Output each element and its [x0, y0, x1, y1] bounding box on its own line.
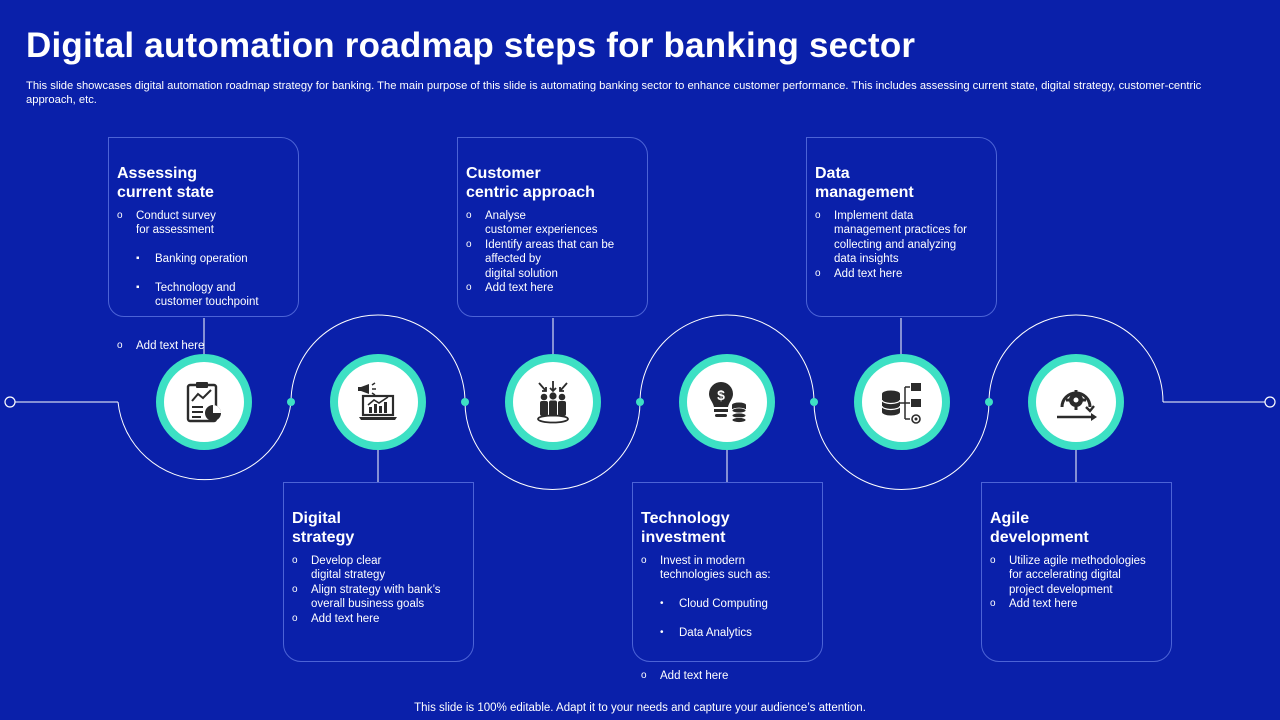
step-subitem: Banking operation — [136, 252, 290, 267]
step-item: Add text here — [292, 612, 465, 627]
step-item: Invest in modern technologies such as: C… — [641, 554, 814, 669]
agile-cycle-icon — [1057, 390, 1097, 421]
step-title: Agile development — [990, 510, 1089, 546]
step-item: Conduct survey for assessment Banking op… — [117, 209, 290, 339]
step-item: Add text here — [466, 281, 639, 296]
step-title: Digital strategy — [292, 510, 355, 546]
step-item: Add text here — [815, 267, 988, 282]
step-title: Technology investment — [641, 510, 730, 546]
step-item: Develop clear digital strategy — [292, 554, 465, 583]
step-item: Add text here — [641, 669, 814, 684]
svg-text:$: $ — [717, 387, 725, 403]
step-subitem: Technology and customer touchpoint — [136, 281, 290, 310]
track-joint-dot — [636, 398, 644, 406]
page-title: Digital automation roadmap steps for ban… — [26, 26, 916, 65]
step-node-5 — [854, 354, 950, 450]
step-title: Assessing current state — [117, 165, 214, 201]
track-arc-5 — [813, 401, 990, 490]
megaphone-laptop-icon — [358, 382, 397, 420]
track-arc-3 — [464, 401, 641, 490]
step-node-1 — [156, 354, 252, 450]
step-card-digital-strategy: Digital strategy Develop clear digital s… — [283, 482, 474, 662]
step-node-4: $ — [679, 354, 775, 450]
step-item: Align strategy with bank’s overall busin… — [292, 583, 465, 612]
track-joint-dot — [287, 398, 295, 406]
page-subtitle: This slide showcases digital automation … — [26, 80, 1202, 106]
step-title: Data management — [815, 165, 914, 201]
step-item: Add text here — [117, 339, 290, 354]
track-joint-dot — [461, 398, 469, 406]
bulb-coins-icon: $ — [709, 382, 747, 423]
step-node-2 — [330, 354, 426, 450]
step-card-technology-investment: Technology investment Invest in modern t… — [632, 482, 823, 684]
database-icon — [881, 383, 921, 424]
track-end-dot — [1264, 396, 1276, 408]
track-joint-dot — [810, 398, 818, 406]
step-node-3 — [505, 354, 601, 450]
track-arc-6 — [988, 314, 1164, 403]
step-item: Analyse customer experiences — [466, 209, 639, 238]
step-subitem: Cloud Computing — [660, 597, 814, 612]
footer-note: This slide is 100% editable. Adapt it to… — [414, 702, 866, 714]
step-item: Utilize agile methodologies for accelera… — [990, 554, 1163, 597]
clipboard-chart-icon — [186, 382, 221, 423]
step-title: Customer centric approach — [466, 165, 595, 201]
step-card-assessing-current-state: Assessing current state Conduct survey f… — [108, 137, 299, 353]
step-card-data-management: Data management Implement data managemen… — [806, 137, 997, 317]
track-arc-1 — [117, 401, 292, 481]
track-arc-4 — [639, 314, 815, 403]
track-joint-dot — [985, 398, 993, 406]
step-card-agile-development: Agile development Utilize agile methodol… — [981, 482, 1172, 662]
step-item: Implement data management practices for … — [815, 209, 988, 267]
customer-group-icon — [537, 381, 569, 424]
track-arc-2 — [290, 314, 466, 403]
step-node-6 — [1028, 354, 1124, 450]
step-item: Add text here — [990, 597, 1163, 612]
track-start-dot — [4, 396, 16, 408]
step-card-customer-centric-approach: Customer centric approach Analyse custom… — [457, 137, 648, 317]
step-item: Identify areas that can be affected by d… — [466, 238, 639, 281]
step-subitem: Data Analytics — [660, 626, 814, 641]
